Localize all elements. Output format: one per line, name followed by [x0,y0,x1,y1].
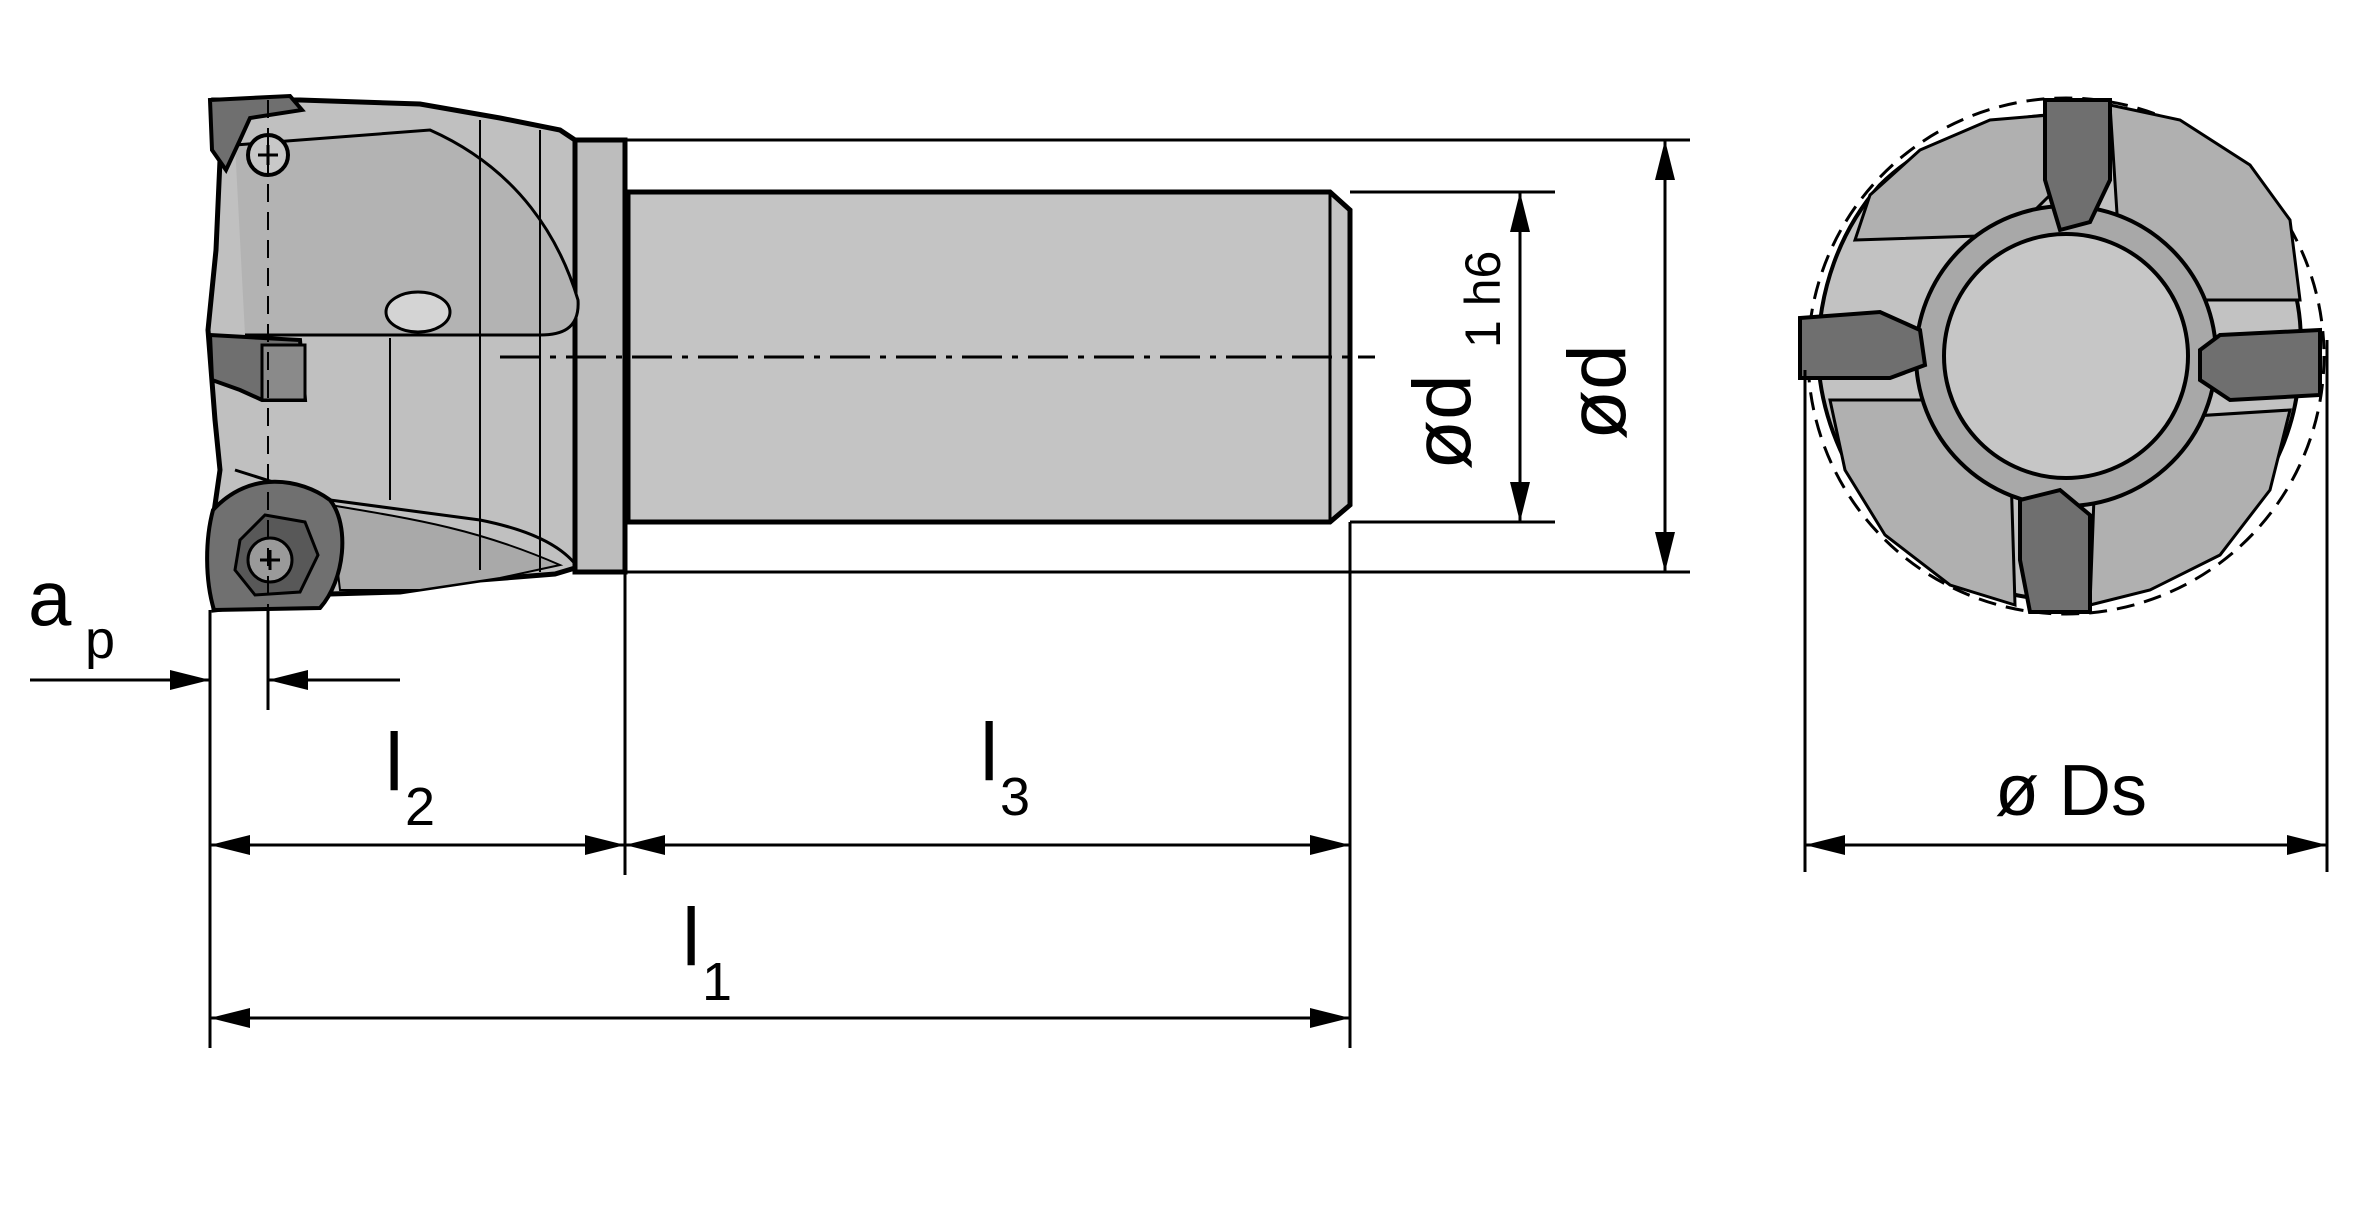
dimension-ap: a p [28,554,400,690]
dimension-l3: l 3 [625,707,1350,855]
dimension-l2: l 2 [210,717,625,855]
l3-subscript: 3 [1000,767,1030,827]
top-insert [207,93,306,174]
l1-subscript: 1 [702,952,732,1012]
d1-subscript: 1 h6 [1455,251,1511,348]
ap-label: a [28,554,72,642]
l2-label: l [385,717,403,808]
front-insert-bottom [2018,487,2092,614]
l1-label: l [682,892,700,983]
dimension-ds: ø Ds [1803,340,2329,872]
ds-label: ø Ds [1995,751,2147,831]
head-coolant-hole [384,290,452,334]
head-flute-upper [234,128,580,337]
d-label: ød [1552,344,1643,440]
dimension-d: ød [1552,140,1675,572]
front-insert-left [1798,309,1928,380]
cutter-front-view [1798,96,2326,616]
head-flute-lower [234,468,578,566]
cutter-side-view [205,93,1375,710]
front-insert-right [2198,327,2322,403]
extension-lines [208,138,1690,1048]
l3-label: l [980,707,998,798]
central-bore [1942,232,2190,480]
dimension-d1: ød 1 h6 [1397,192,1530,522]
d1-label: ød [1397,374,1488,470]
dimension-l1: l 1 [210,892,1350,1028]
front-insert-top [2043,98,2112,233]
l2-subscript: 2 [405,777,435,837]
ap-subscript: p [85,610,115,670]
